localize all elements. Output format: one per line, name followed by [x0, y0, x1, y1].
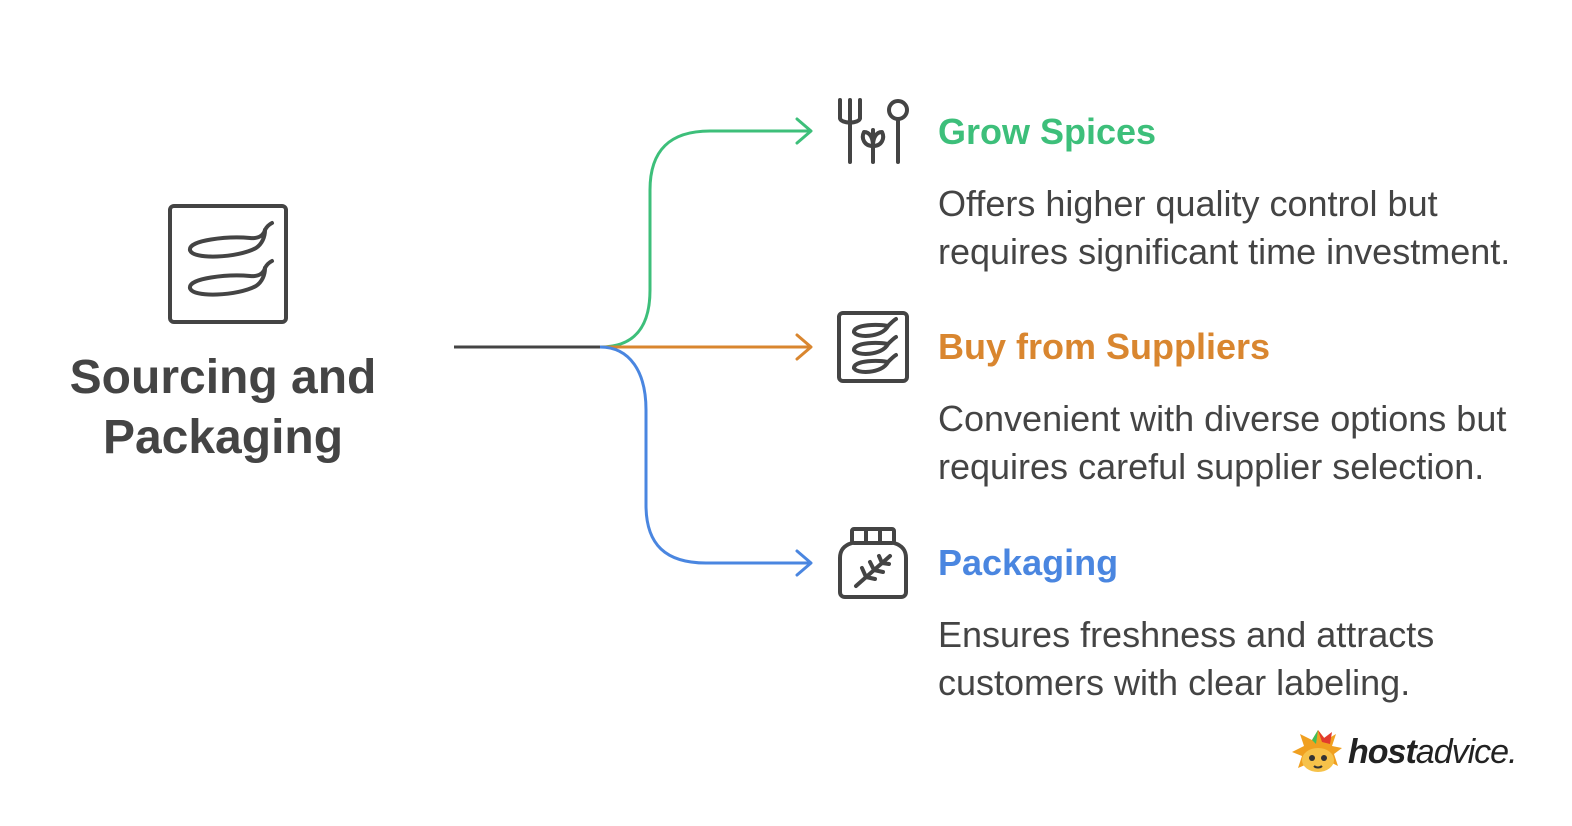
logo-text-bold: host: [1348, 733, 1417, 771]
herb-jar-icon: [836, 526, 910, 600]
arrowhead-buy-suppliers: [795, 333, 813, 361]
fork-plant-spoon-icon: [836, 96, 910, 170]
branch-title-grow-spices: Grow Spices: [938, 111, 1157, 152]
logo-text-light: advice.: [1415, 733, 1518, 771]
hostadvice-logo-icon: [1288, 726, 1346, 782]
hostadvice-logo-text: hostadvice.: [1348, 730, 1518, 774]
branch-desc-packaging: Ensures freshness and attracts customers…: [938, 614, 1435, 703]
branch-title-buy-suppliers: Buy from Suppliers: [938, 326, 1271, 367]
branch-line-grow-spices: [599, 129, 810, 349]
peppers-box-icon: [836, 310, 910, 384]
chili-peppers-box-icon: [168, 204, 288, 324]
branch-title-packaging: Packaging: [938, 542, 1119, 583]
branch-line-packaging: [599, 345, 810, 565]
arrowhead-grow-spices: [795, 117, 813, 145]
branch-desc-grow-spices: Offers higher quality control but requir…: [938, 183, 1511, 272]
center-title: Sourcing and Packaging: [69, 351, 377, 464]
branch-desc-buy-suppliers: Convenient with diverse options but requ…: [938, 398, 1507, 487]
arrowhead-packaging: [795, 549, 813, 577]
